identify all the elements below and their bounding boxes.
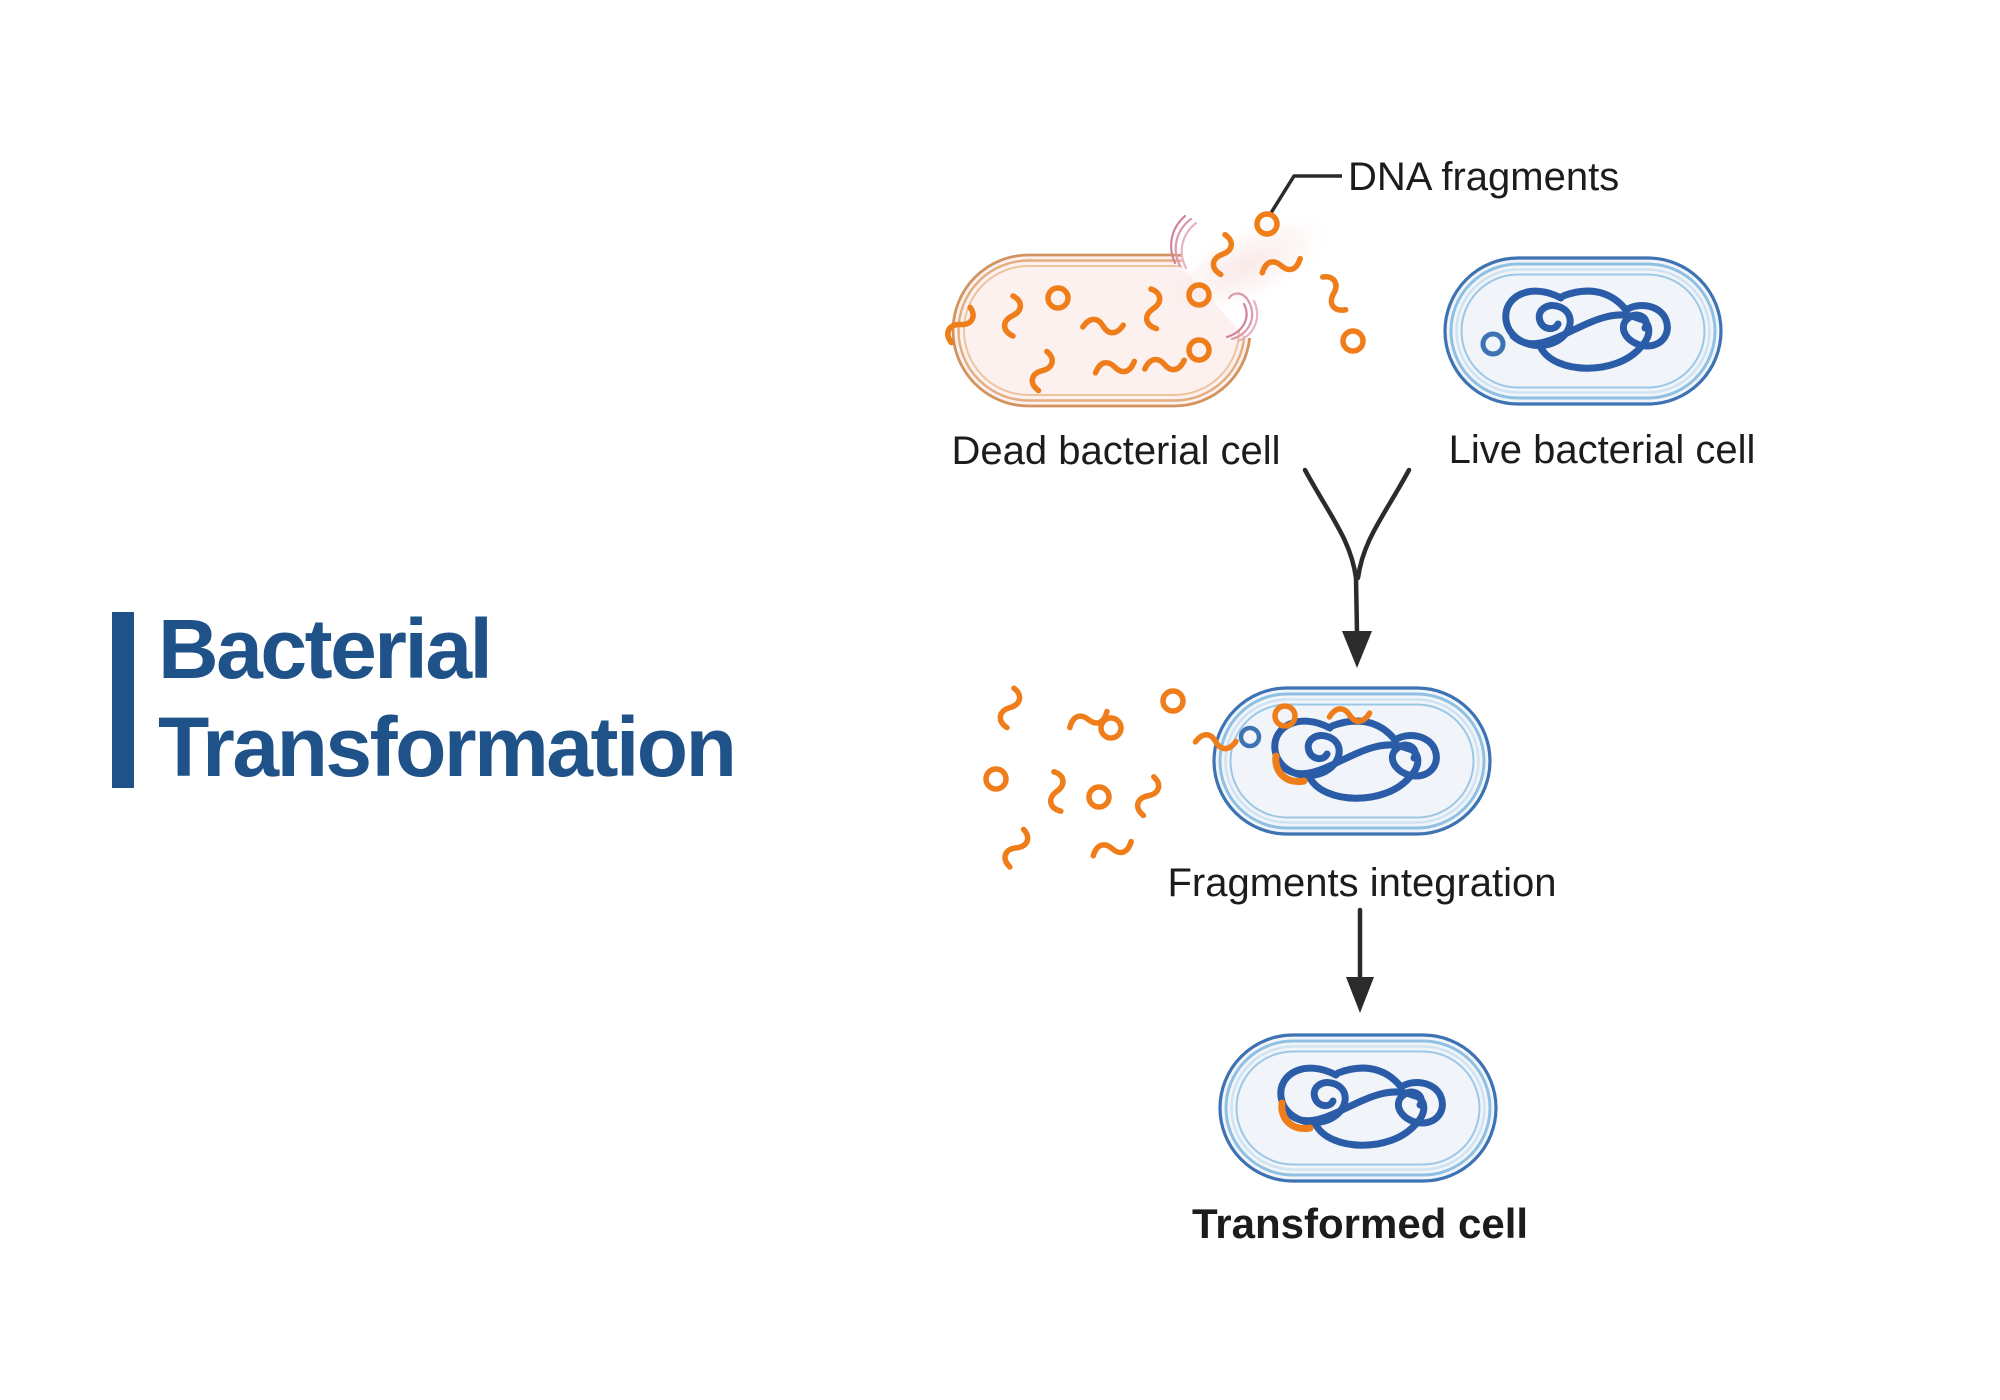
rupture-curl-right — [1225, 292, 1259, 343]
rupture-curl-left — [1170, 214, 1198, 270]
live-bacterial-cell-illustration — [1443, 256, 1723, 406]
plasmid-ring — [1480, 331, 1506, 357]
free-dna-fragment-field — [975, 665, 1243, 877]
live-cell-label: Live bacterial cell — [1448, 428, 1756, 472]
dna-fragment-squiggle — [1260, 256, 1301, 275]
plasmid-ring — [1238, 725, 1262, 749]
dna-fragment-group — [1257, 214, 1363, 351]
transformed-cell-illustration — [1218, 1033, 1498, 1183]
integrated-fragment-arc — [1272, 752, 1308, 785]
integrated-fragment-arc — [1278, 1099, 1314, 1132]
title-accent-bar — [112, 612, 134, 788]
dna-fragments-label: DNA fragments — [1348, 155, 1620, 199]
merge-arrow — [1302, 467, 1412, 668]
integration-cell-illustration — [1212, 686, 1492, 836]
dead-bacterial-cell-illustration — [946, 209, 1338, 408]
escaping-dna-fragments — [1190, 174, 1470, 450]
down-arrow-head — [1346, 977, 1374, 1013]
live-cell-membrane — [1443, 256, 1723, 406]
dead-cell-label: Dead bacterial cell — [951, 429, 1281, 473]
integration-label: Fragments integration — [1167, 861, 1557, 905]
dna-fragment-group — [986, 687, 1236, 870]
down-arrow — [1346, 907, 1374, 1013]
cytoplasm-spray — [1154, 209, 1338, 323]
integration-cell-membrane — [1212, 686, 1492, 836]
page-title: Bacterial Transformation — [158, 600, 858, 796]
page-title-line1: Bacterial — [158, 602, 493, 696]
merge-arrow-head — [1342, 631, 1372, 668]
dna-fragments-pointer-line — [1269, 174, 1342, 214]
dna-fragment-squiggle — [1316, 273, 1352, 315]
dna-fragment-ring — [1343, 331, 1363, 351]
page-title-line2: Transformation — [158, 700, 737, 794]
transformed-cell-label: Transformed cell — [1191, 1200, 1529, 1247]
dna-fragment-ring — [1257, 214, 1277, 234]
transformed-cell-membrane — [1218, 1033, 1498, 1183]
